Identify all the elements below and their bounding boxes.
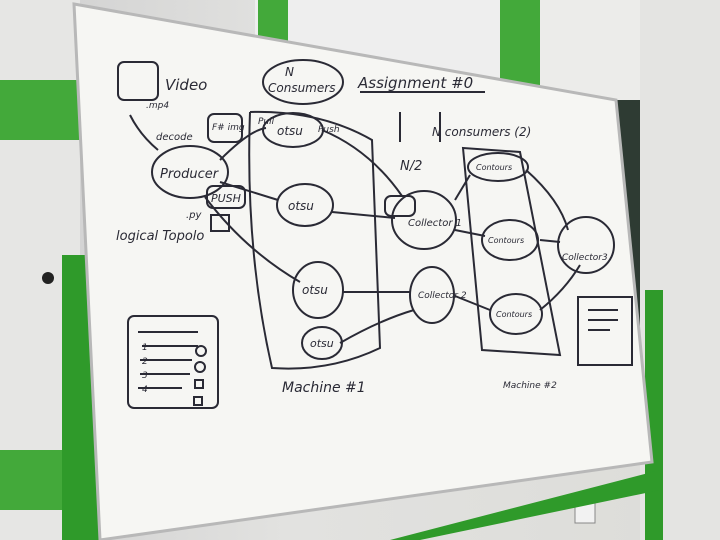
machine-1-label: Machine #1: [282, 380, 366, 396]
list-number-2: 2: [142, 357, 148, 367]
otsu-label-2: otsu: [288, 199, 314, 213]
video-ext: .mp4: [146, 101, 169, 111]
whiteboard: [72, 2, 654, 540]
decode-label: decode: [156, 132, 193, 143]
contours-label-3: Contours: [496, 310, 532, 319]
contours-label-1: Contours: [476, 163, 512, 172]
n-label: N: [285, 65, 294, 79]
list-number-3: 3: [142, 371, 148, 381]
pull-label: Pull: [258, 117, 275, 127]
frame-label: F# img: [212, 123, 245, 133]
otsu-label-1: otsu: [277, 124, 303, 138]
collector-2-label: Collector 2: [418, 291, 467, 301]
machine-2-label: Machine #2: [503, 381, 557, 391]
push-label: PUSH: [211, 192, 241, 205]
contours-label-2: Contours: [488, 236, 524, 245]
collector-3-label: Collector3: [562, 253, 608, 263]
producer-label: Producer: [160, 167, 220, 182]
list-number-4: 4: [142, 385, 148, 395]
n-consumers-2-label: N consumers (2): [432, 125, 531, 139]
logical-topology-label: logical Topolo: [116, 229, 204, 244]
assignment-title: Assignment #0: [357, 74, 473, 92]
list-number-1: 1: [142, 343, 148, 353]
py-label: .py: [186, 210, 203, 221]
video-label: Video: [165, 76, 207, 94]
push-small-label: Push: [318, 125, 340, 135]
otsu-label-3: otsu: [302, 283, 328, 297]
consumers-label: Consumers: [268, 81, 335, 95]
n-half-label: N/2: [400, 159, 422, 174]
otsu-label-4: otsu: [310, 337, 334, 350]
collector-1-label: Collector 1: [408, 218, 462, 229]
